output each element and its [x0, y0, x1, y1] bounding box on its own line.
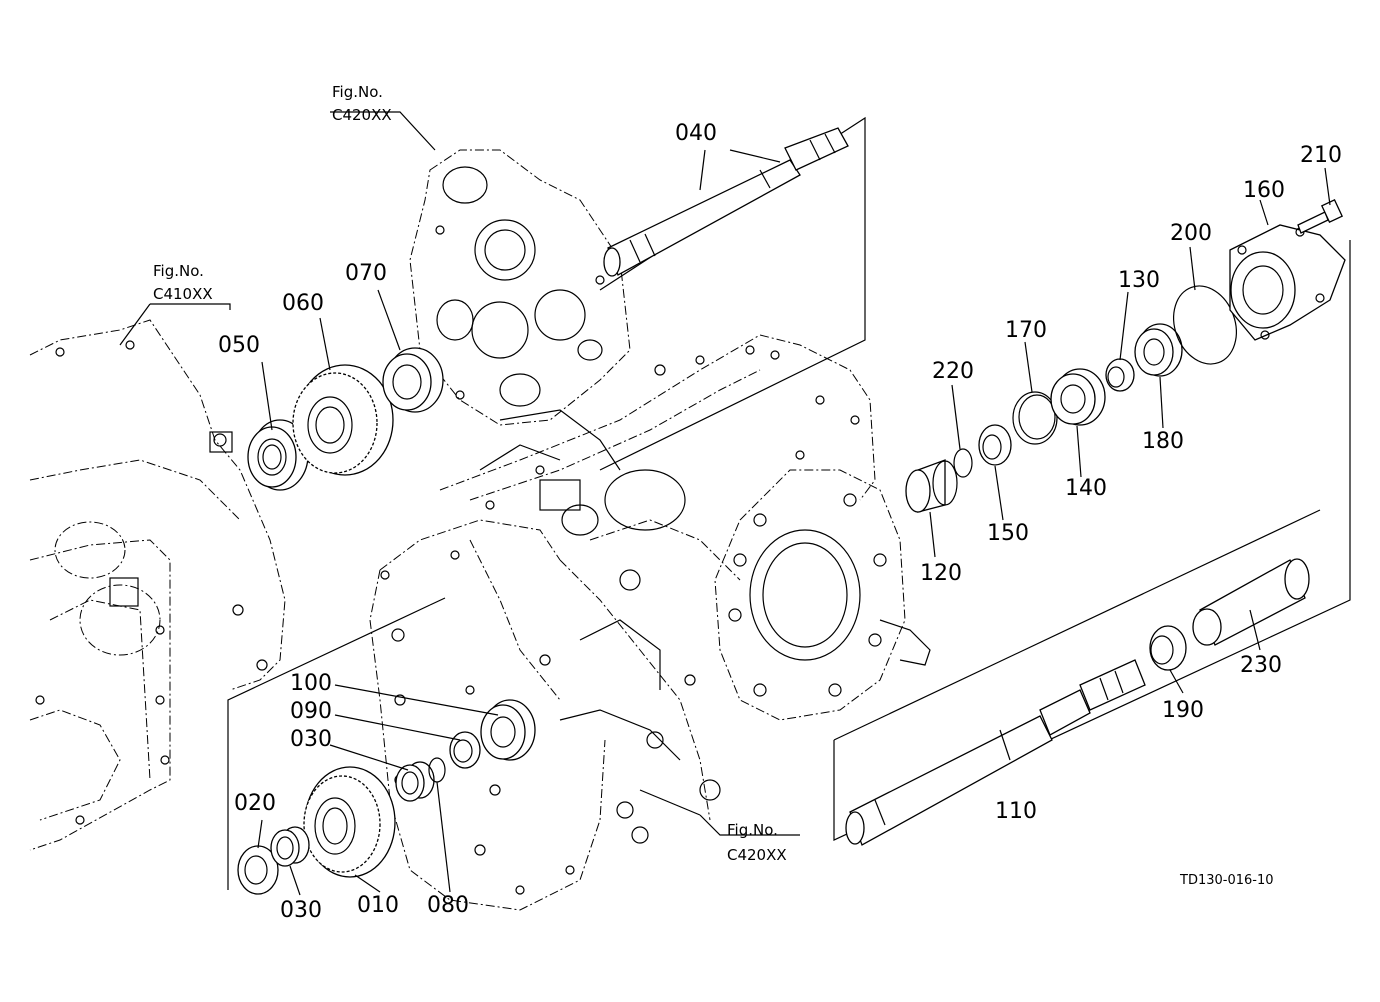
snap-ring-220	[953, 448, 973, 478]
label-080: 080	[427, 893, 469, 918]
gear-010	[303, 766, 396, 878]
label-150: 150	[987, 521, 1029, 546]
label-230: 230	[1240, 653, 1282, 678]
leader-lines	[257, 149, 1331, 896]
label-200: 200	[1170, 221, 1212, 246]
bearing-100	[480, 699, 536, 761]
label-070: 070	[345, 261, 387, 286]
sleeve-230	[1192, 558, 1310, 646]
collar-190	[1149, 625, 1187, 671]
bearing-180	[1134, 323, 1183, 377]
label-030-upper: 030	[290, 727, 332, 752]
fig-ref-bottom-line2: C420XX	[727, 846, 787, 864]
fig-ref-top-line1: Fig.No.	[332, 83, 383, 101]
fig-ref-bottom-line1: Fig.No.	[727, 821, 778, 839]
label-020: 020	[234, 791, 276, 816]
fig-ref-top-line2: C420XX	[332, 106, 392, 124]
label-030-lower: 030	[280, 898, 322, 923]
collar-150	[978, 424, 1012, 466]
bolt-210	[1297, 199, 1344, 234]
collar-130	[1105, 358, 1135, 392]
label-130: 130	[1118, 268, 1160, 293]
shaft-040	[603, 127, 849, 277]
label-050: 050	[218, 333, 260, 358]
needle-bearing-030-upper	[395, 761, 435, 802]
label-090: 090	[290, 699, 332, 724]
label-110: 110	[995, 799, 1037, 824]
frame-lines	[119, 111, 1351, 890]
label-100: 100	[290, 671, 332, 696]
label-060: 060	[282, 291, 324, 316]
main-center-housing	[369, 334, 876, 911]
gear-060	[292, 364, 394, 476]
fig-ref-left-line1: Fig.No.	[153, 262, 204, 280]
label-140: 140	[1065, 476, 1107, 501]
seal-090	[449, 731, 481, 769]
part-number-labels: 010 020 030 030 040 050 060 070 080 090 …	[218, 121, 1342, 923]
right-housing-flange	[714, 469, 931, 721]
snap-ring-170	[1012, 391, 1058, 445]
label-160: 160	[1243, 178, 1285, 203]
drawing-code: TD130-016-10	[1179, 873, 1274, 888]
bearing-140	[1050, 368, 1106, 426]
label-040: 040	[675, 121, 717, 146]
label-210: 210	[1300, 143, 1342, 168]
bearing-070	[382, 347, 444, 413]
figure-references: Fig.No. C420XX Fig.No. C410XX Fig.No. C4…	[153, 83, 787, 864]
needle-bearing-120	[905, 459, 958, 513]
label-170: 170	[1005, 318, 1047, 343]
fig-ref-left-line2: C410XX	[153, 285, 213, 303]
label-220: 220	[932, 359, 974, 384]
cover-housing-160	[1229, 224, 1346, 341]
shaft-110	[845, 659, 1146, 846]
needle-bearing-030-lower	[270, 826, 310, 867]
upper-housing-plate	[409, 149, 631, 426]
label-190: 190	[1162, 698, 1204, 723]
left-transmission-housing	[29, 319, 286, 851]
label-120: 120	[920, 561, 962, 586]
label-010: 010	[357, 893, 399, 918]
label-180: 180	[1142, 429, 1184, 454]
